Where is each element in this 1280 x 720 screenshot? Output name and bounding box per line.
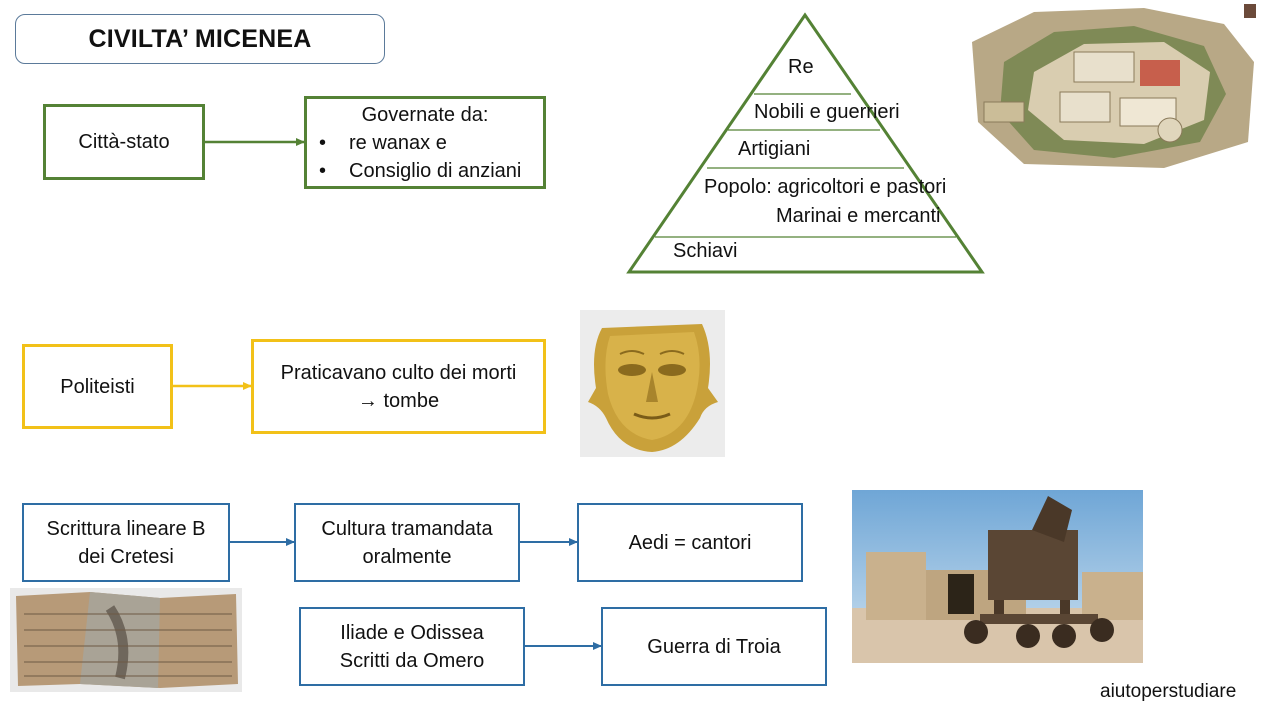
polytheists-box: Politeisti bbox=[22, 344, 173, 429]
linear-b-tablet-image bbox=[10, 588, 242, 692]
governed-by-heading: Governate da: bbox=[361, 103, 489, 126]
pyramid-level-sailors: Marinai e mercanti bbox=[776, 205, 941, 227]
governed-by-item: •Consiglio di anziani bbox=[319, 159, 522, 182]
linear-b-line: Scrittura lineare B bbox=[46, 517, 206, 540]
cult-of-dead-line: Praticavano culto dei morti bbox=[280, 361, 517, 384]
citadel-image bbox=[964, 2, 1256, 170]
iliad-odyssey-line: Scritti da Omero bbox=[339, 649, 485, 672]
oral-tradition-line: oralmente bbox=[362, 545, 452, 568]
trojan-war-box: Guerra di Troia bbox=[601, 607, 827, 686]
iliad-odyssey-box: Iliade e Odissea Scritti da Omero bbox=[299, 607, 525, 686]
oral-tradition-line: Cultura tramandata bbox=[321, 517, 493, 540]
linear-b-box: Scrittura lineare B dei Cretesi bbox=[22, 503, 230, 582]
trojan-war-label: Guerra di Troia bbox=[647, 635, 781, 658]
cult-of-dead-line: → tombe bbox=[357, 389, 440, 412]
iliad-odyssey-line: Iliade e Odissea bbox=[340, 621, 484, 644]
aedi-label: Aedi = cantori bbox=[628, 531, 752, 554]
polytheists-label: Politeisti bbox=[60, 375, 135, 398]
gold-mask-image bbox=[580, 310, 725, 457]
governed-by-box: Governate da: •re wanax e •Consiglio di … bbox=[304, 96, 546, 189]
pyramid-level-people: Popolo: agricoltori e pastori bbox=[704, 176, 947, 198]
city-state-box: Città-stato bbox=[43, 104, 205, 180]
watermark: aiutoperstudiare bbox=[1100, 681, 1237, 702]
city-state-label: Città-stato bbox=[78, 131, 170, 153]
page-title: CIVILTA’ MICENEA bbox=[15, 14, 385, 64]
pyramid-level-re: Re bbox=[788, 56, 814, 78]
cult-of-dead-box: Praticavano culto dei morti → tombe bbox=[251, 339, 546, 434]
linear-b-line: dei Cretesi bbox=[78, 545, 174, 568]
governed-by-item: •re wanax e bbox=[319, 131, 447, 154]
pyramid-level-slaves: Schiavi bbox=[673, 240, 738, 262]
trojan-horse-image bbox=[852, 490, 1143, 663]
oral-tradition-box: Cultura tramandata oralmente bbox=[294, 503, 520, 582]
aedi-box: Aedi = cantori bbox=[577, 503, 803, 582]
pyramid-outline bbox=[626, 12, 985, 274]
pyramid-level-nobles: Nobili e guerrieri bbox=[754, 101, 900, 123]
pyramid-level-artisans: Artigiani bbox=[738, 138, 811, 160]
